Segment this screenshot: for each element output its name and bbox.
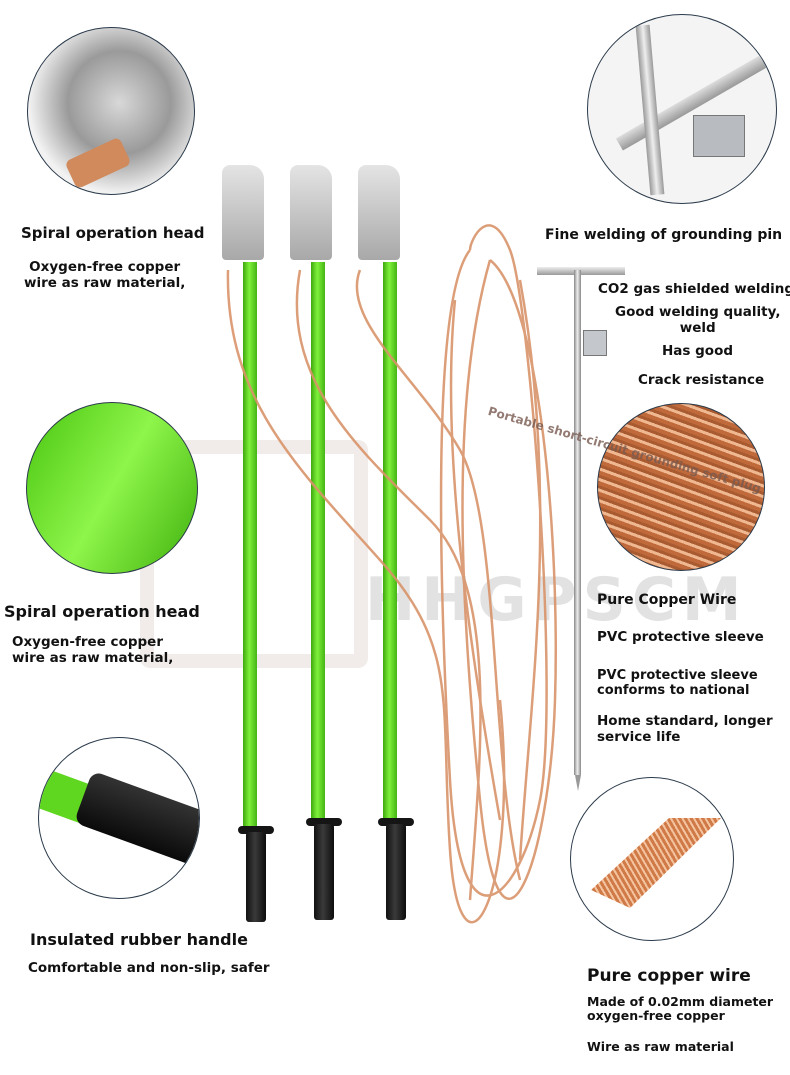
callout-body-handle: Comfortable and non-slip, safer [28,960,270,976]
callout-line-welding-quality: Good welding quality, weld [615,304,781,336]
callout-line-co2: CO2 gas shielded welding, [598,281,790,297]
callout-line-has-good: Has good [662,343,734,359]
copper-wire-detail-image [597,403,765,571]
callout-line-pvc: PVC protective sleeve [597,629,764,645]
callout-title-handle: Insulated rubber handle [30,930,248,949]
callout-title-grounding-pin: Fine welding of grounding pin [545,227,783,243]
callout-line-diameter: Made of 0.02mm diameter oxygen-free copp… [587,994,774,1024]
callout-line-service-life: Home standard, longer service life [597,713,773,745]
callout-title-pole: Spiral operation head [4,602,200,621]
rubber-handle-detail-image [38,737,200,899]
callout-body-clamp-head: Oxygen-free copper wire as raw material, [24,259,186,291]
callout-title-clamp-head: Spiral operation head [21,224,205,242]
callout-body-pole: Oxygen-free copper wire as raw material, [12,634,174,666]
copper-strands-detail-image [570,777,734,941]
green-pole-detail-image [26,402,198,574]
callout-line-raw-material: Wire as raw material [587,1039,734,1054]
clamp-head-detail-image [27,27,195,195]
callout-line-crack-resistance: Crack resistance [638,372,765,388]
grounding-pin-detail-image [587,14,777,204]
callout-line-pvc-national: PVC protective sleeve conforms to nation… [597,668,758,698]
callout-title-pure-copper: Pure Copper Wire [597,592,737,608]
callout-title-copper-wire: Pure copper wire [587,966,751,986]
